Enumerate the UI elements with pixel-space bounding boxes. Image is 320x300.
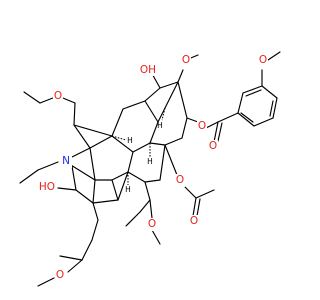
benzoate-carbonyl-oxygen: O	[209, 140, 217, 152]
bond-network	[19, 51, 281, 287]
acetate-ester-oxygen: O	[176, 174, 184, 186]
methoxy-oxygen-left: O	[54, 90, 62, 102]
methoxymethyl-oxygen: O	[56, 269, 64, 281]
para-methoxy-oxygen: O	[259, 54, 267, 66]
methoxy-oxygen-top: O	[182, 54, 190, 66]
stereo-hydrogen-3: H	[147, 157, 153, 166]
acetate-carbonyl-oxygen: O	[190, 215, 198, 227]
nitrogen-label: N	[62, 155, 70, 167]
stereo-hydrogen-4: H	[125, 185, 131, 194]
hydroxyl-label-top: OH	[140, 64, 156, 76]
methoxy-oxygen-bottom: O	[148, 218, 156, 230]
molecule-canvas: OH O O O O O N HO O O O O H H H H	[19, 51, 281, 287]
hydroxyl-label-left: HO	[39, 181, 55, 193]
stereo-hydrogen-2: H	[157, 121, 163, 130]
atom-labels: OH O O O O O N HO O O O O H H H H	[37, 54, 268, 282]
stereo-hydrogen-1: H	[127, 136, 133, 145]
structure-diagram: OH O O O O O N HO O O O O H H H H	[19, 51, 281, 287]
ester-oxygen-label: O	[198, 120, 206, 132]
